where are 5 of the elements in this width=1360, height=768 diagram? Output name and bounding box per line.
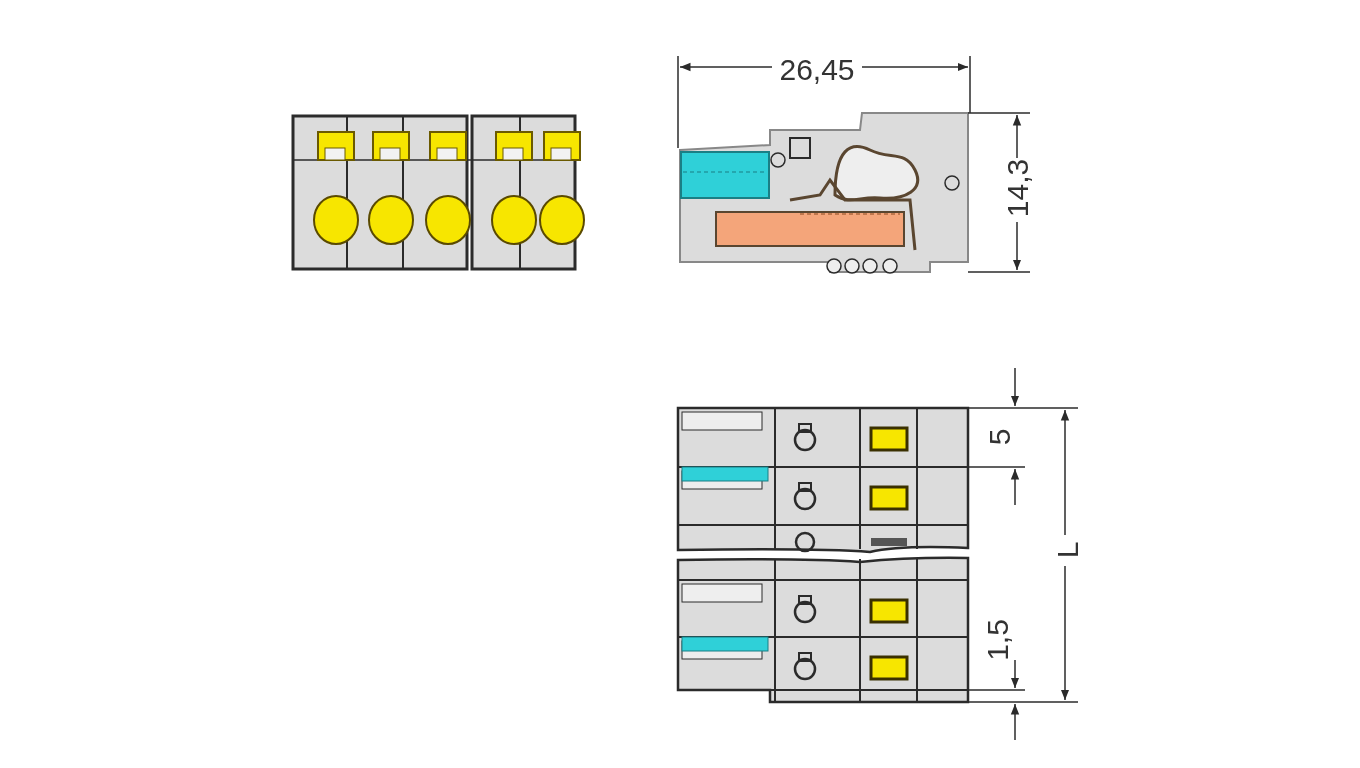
- dimension-label: 1,5: [983, 619, 1013, 661]
- dimension-label: 26,45: [779, 55, 855, 85]
- dimension-label: 5: [985, 428, 1015, 446]
- dimension-label: L: [1053, 541, 1083, 559]
- dimension-label: 14,3: [1003, 158, 1033, 218]
